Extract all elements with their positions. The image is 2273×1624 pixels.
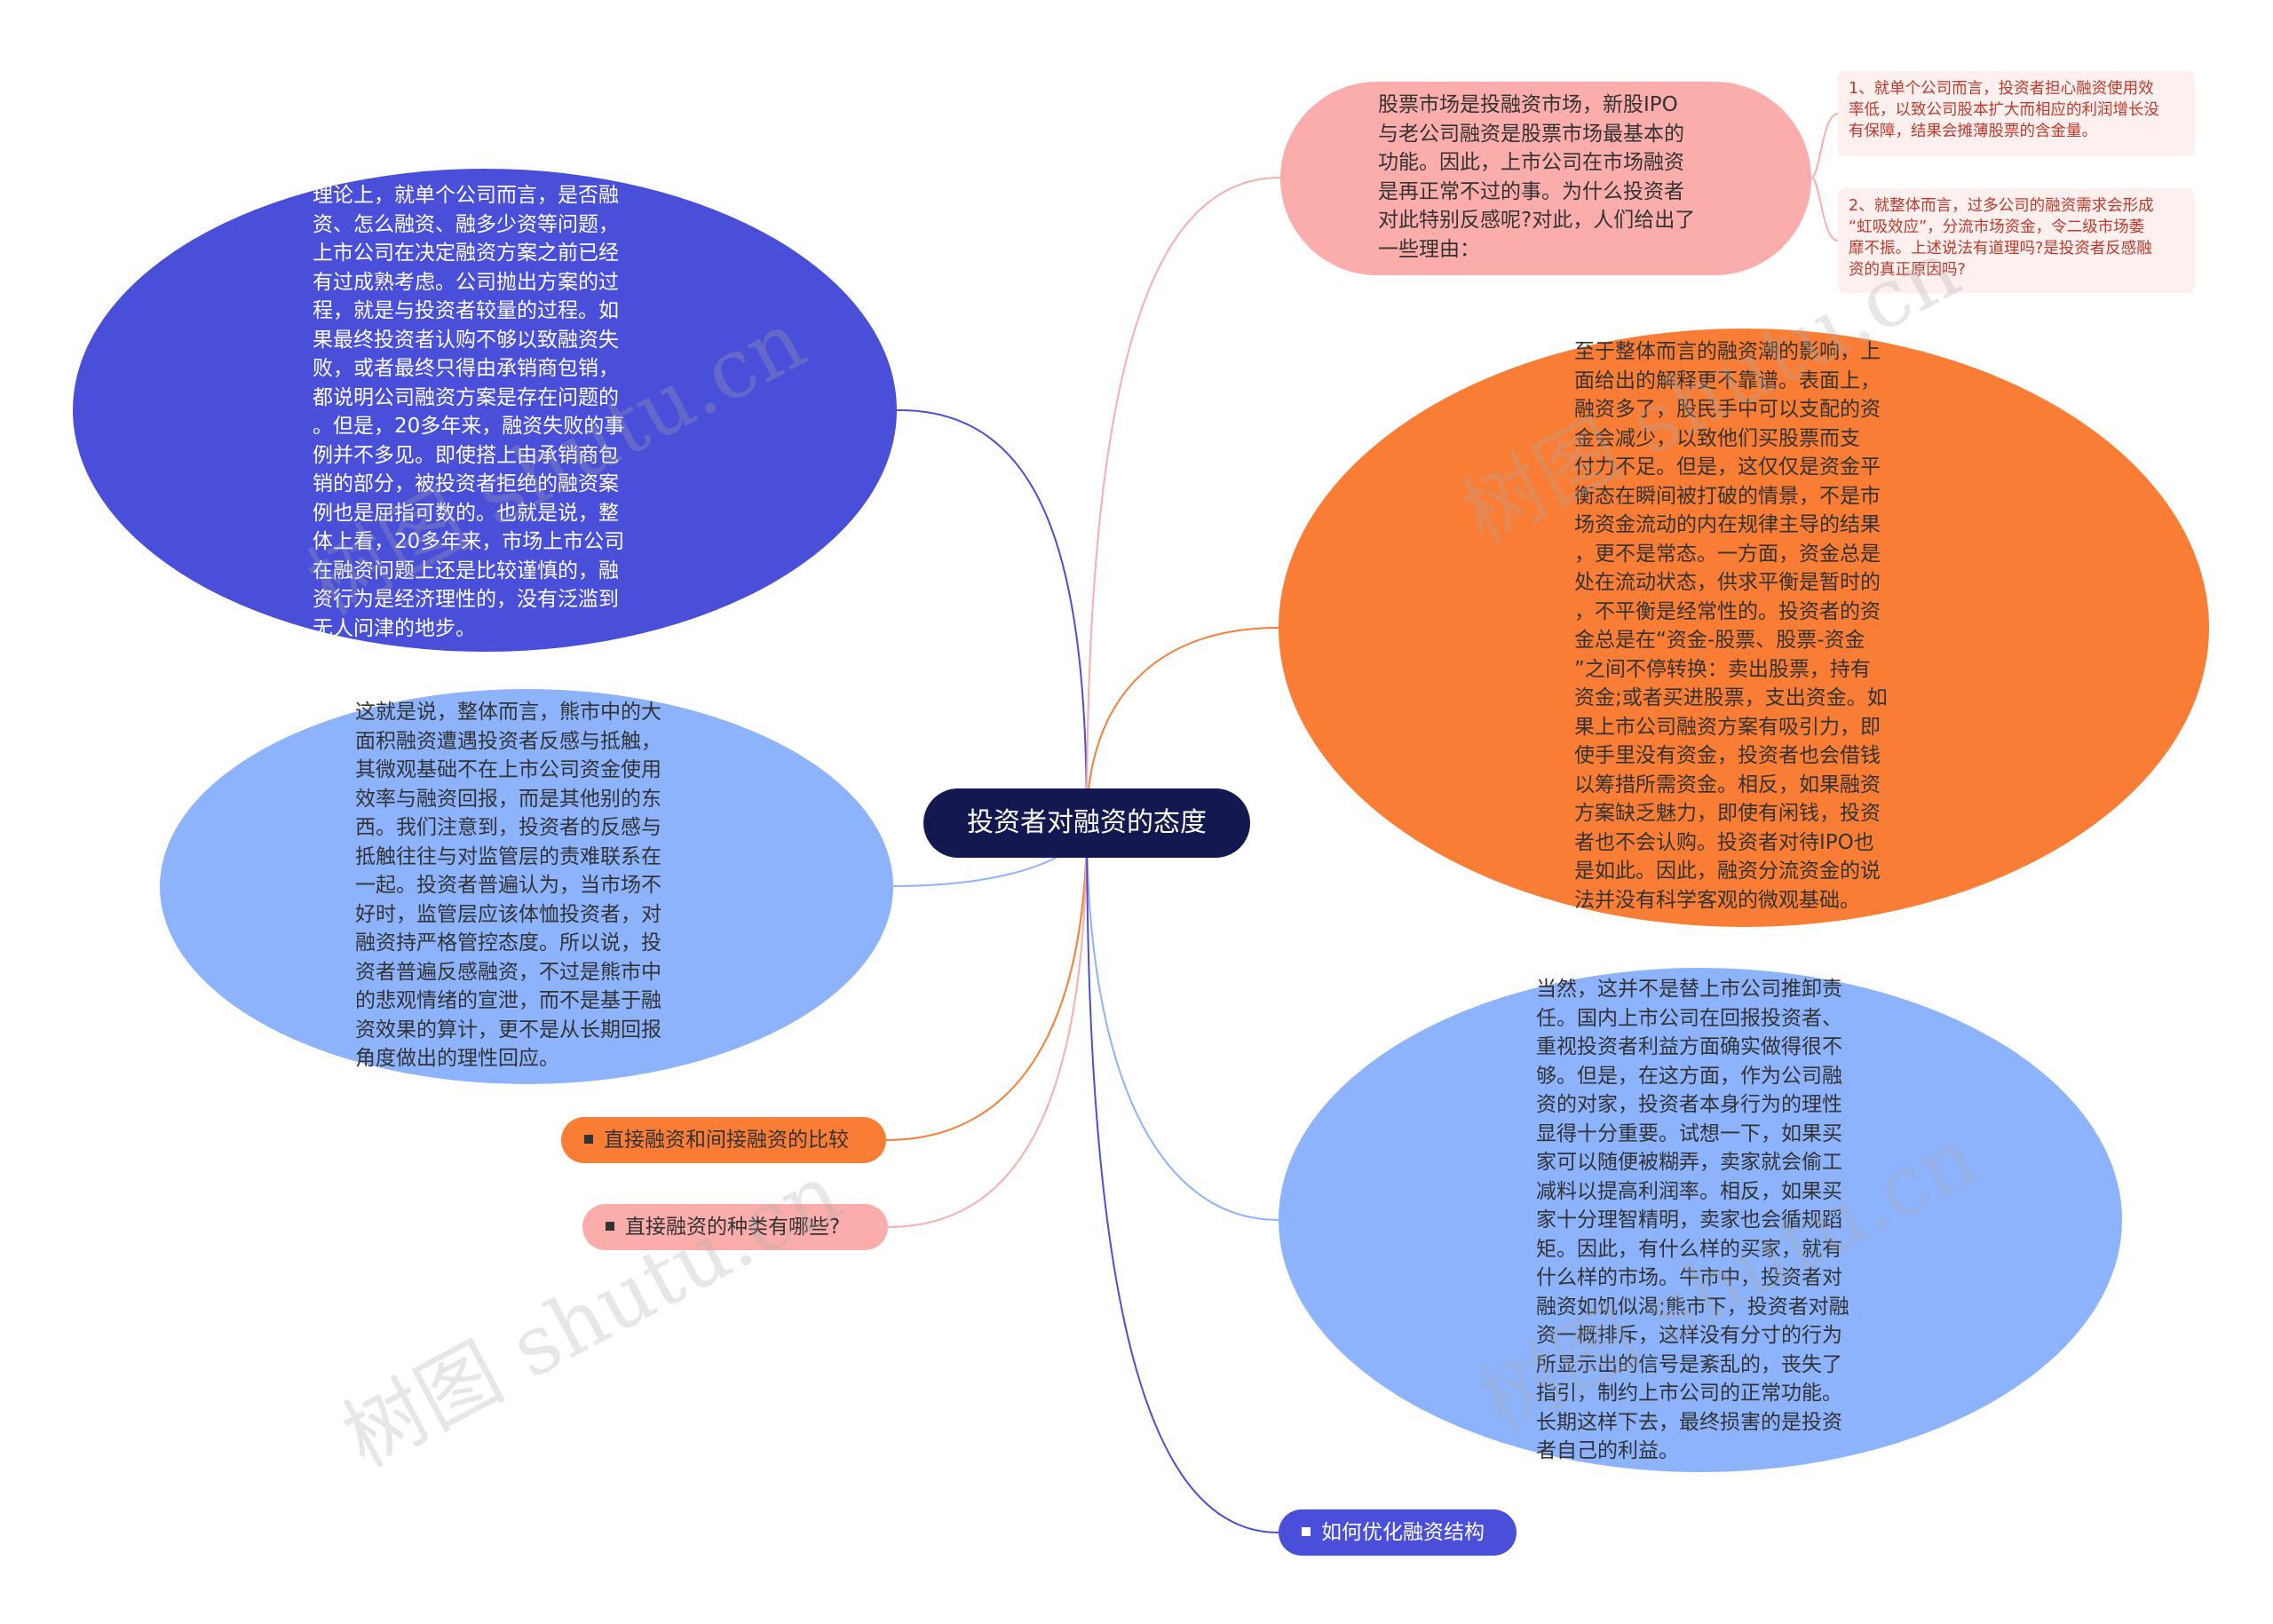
topic-bubble-theory[interactable]: 理论上，就单个公司而言，是否融 资、怎么融资、融多少资等问题， 上市公司在决定融… — [73, 169, 897, 652]
bullet-square-icon — [606, 1221, 614, 1231]
central-topic[interactable]: 投资者对融资的态度 — [923, 788, 1250, 858]
leaf-reason-2[interactable]: 2、就整体而言，过多公司的融资需求会形成 “虹吸效应”，分流市场资金，令二级市场… — [1838, 188, 2195, 293]
topic-bubble-investor-rationality[interactable]: 当然，这并不是替上市公司推卸责 任。国内上市公司在回报投资者、 重视投资者利益方… — [1279, 968, 2122, 1472]
link-right-blue — [1086, 821, 1279, 1221]
topic-bubble-financing-wave[interactable]: 至于整体而言的融资潮的影响，上 面给出的解释更不靠谱。表面上， 融资多了，股民手… — [1279, 329, 2209, 927]
link-right-top — [1086, 177, 1281, 823]
link-left-top — [896, 408, 1088, 823]
link-pill-optimize-structure[interactable]: 如何优化融资结构 — [1279, 1509, 1517, 1556]
bullet-square-icon — [1302, 1526, 1311, 1536]
topic-bubble-bear-market[interactable]: 这就是说，整体而言，熊市中的大 面积融资遭遇投资者反感与抵触， 其微观基础不在上… — [160, 689, 893, 1084]
link-pill-1 — [885, 821, 1088, 1141]
leaf-reason-1[interactable]: 1、就单个公司而言，投资者担心融资使用效 率低，以致公司股本扩大而相应的利润增长… — [1838, 71, 2195, 156]
pill-label: 直接融资的种类有哪些? — [625, 1216, 841, 1239]
bullet-square-icon — [584, 1134, 593, 1144]
link-pill-direct-types[interactable]: 直接融资的种类有哪些? — [582, 1204, 888, 1250]
topic-bubble-stock-market[interactable]: 股票市场是投融资市场，新股IPO 与老公司融资是股票市场最基本的 功能。因此，上… — [1280, 82, 1811, 275]
link-leaf-1 — [1810, 113, 1839, 178]
pill-label: 如何优化融资结构 — [1321, 1521, 1485, 1544]
pill-label: 直接融资和间接融资的比较 — [604, 1129, 849, 1152]
link-pill-2 — [887, 821, 1088, 1228]
topic-text: 当然，这并不是替上市公司推卸责 任。国内上市公司在回报投资者、 重视投资者利益方… — [1536, 978, 1849, 1462]
link-pill-direct-vs-indirect[interactable]: 直接融资和间接融资的比较 — [561, 1117, 886, 1163]
topic-text: 这就是说，整体而言，熊市中的大 面积融资遭遇投资者反感与抵触， 其微观基础不在上… — [355, 701, 661, 1070]
topic-text: 股票市场是投融资市场，新股IPO 与老公司融资是股票市场最基本的 功能。因此，上… — [1378, 93, 1696, 261]
link-right-orange — [1086, 627, 1279, 823]
topic-text: 至于整体而言的融资潮的影响，上 面给出的解释更不靠谱。表面上， 融资多了，股民手… — [1574, 340, 1888, 912]
topic-text: 理论上，就单个公司而言，是否融 资、怎么融资、融多少资等问题， 上市公司在决定融… — [313, 184, 625, 640]
link-pill-3 — [1086, 821, 1279, 1533]
link-leaf-2 — [1810, 177, 1839, 242]
